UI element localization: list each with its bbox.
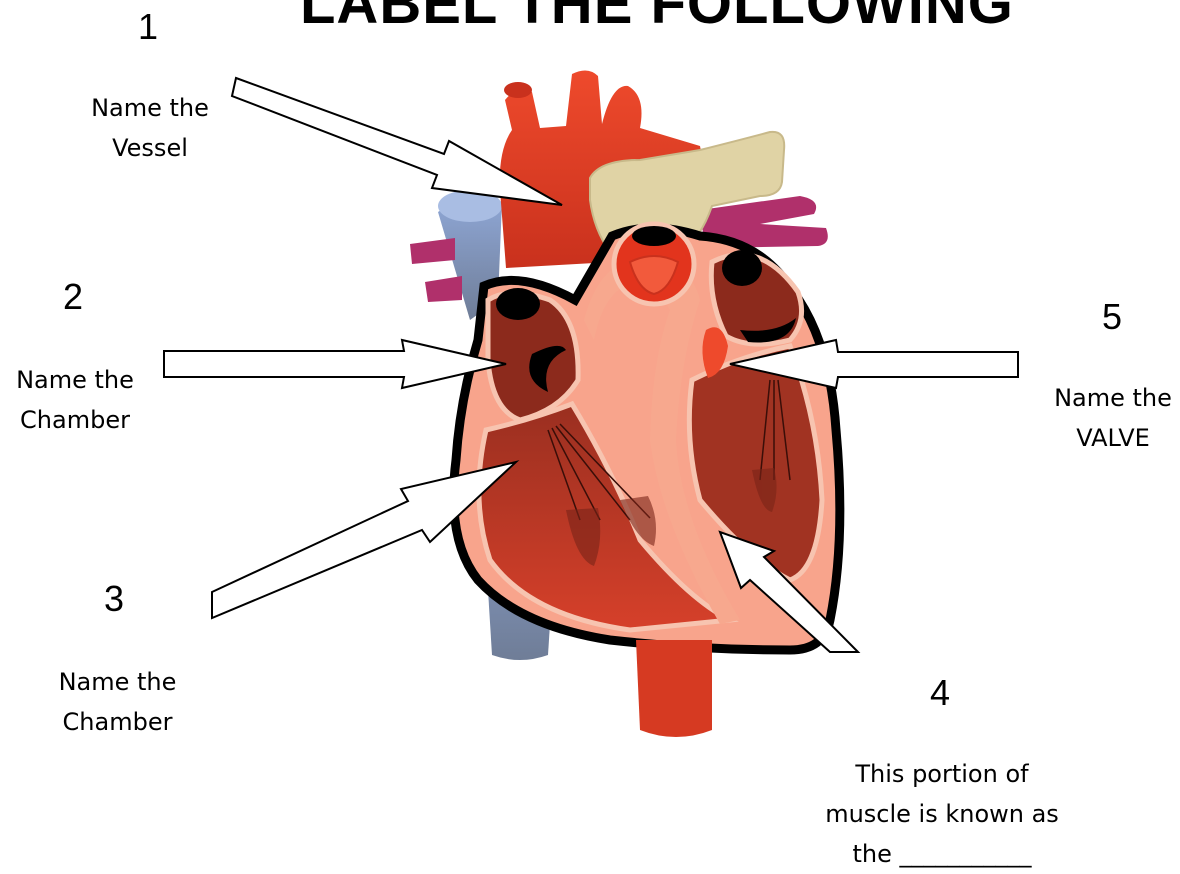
label-4-line-2: muscle is known as	[812, 794, 1072, 834]
label-1-number: 1	[138, 6, 158, 48]
label-5-prompt: Name the VALVE	[1046, 378, 1180, 458]
label-5-line-2: VALVE	[1046, 418, 1180, 458]
label-4-number: 4	[930, 672, 950, 714]
label-2-number: 2	[63, 276, 83, 318]
label-1-line-2: Vessel	[70, 128, 230, 168]
label-3-line-1: Name the	[40, 662, 195, 702]
aortic-valve	[614, 224, 694, 304]
label-5-line-1: Name the	[1046, 378, 1180, 418]
label-1-prompt: Name the Vessel	[70, 88, 230, 168]
label-4-line-1: This portion of	[812, 754, 1072, 794]
label-2-line-1: Name the	[0, 360, 150, 400]
label-4-line-3: the ___________	[812, 834, 1072, 874]
label-1-line-1: Name the	[70, 88, 230, 128]
label-3-number: 3	[104, 578, 124, 620]
descending-aorta	[636, 640, 712, 737]
label-2-line-2: Chamber	[0, 400, 150, 440]
label-2-prompt: Name the Chamber	[0, 360, 150, 440]
label-4-prompt: This portion of muscle is known as the _…	[812, 754, 1072, 874]
label-5-number: 5	[1102, 296, 1122, 338]
label-3-line-2: Chamber	[40, 702, 195, 742]
label-3-prompt: Name the Chamber	[40, 662, 195, 742]
arrow-2	[164, 340, 506, 388]
